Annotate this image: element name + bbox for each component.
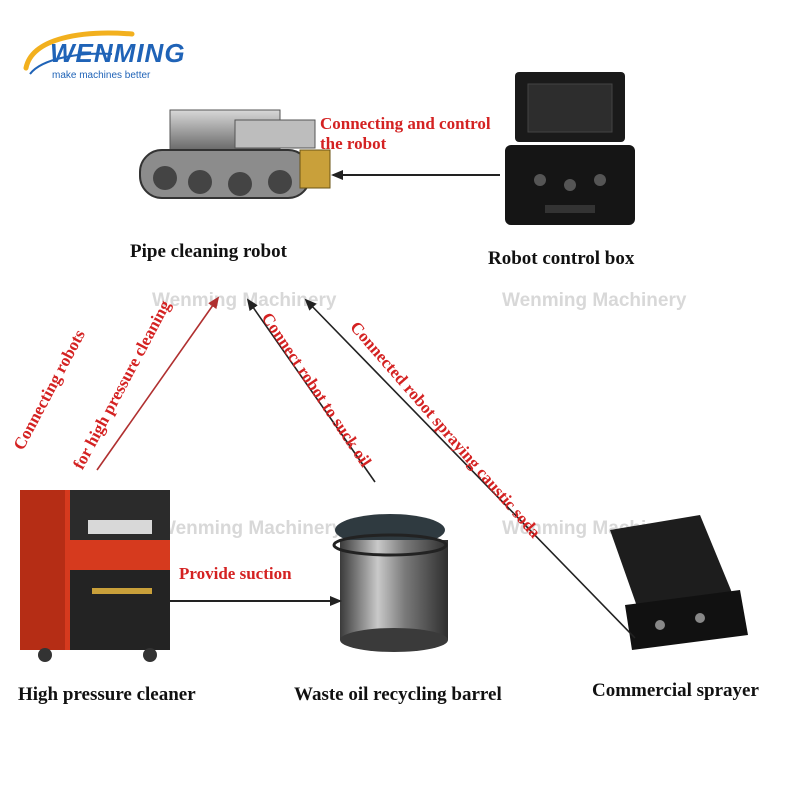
edge-label-control-line1: Connecting and control [320,114,491,133]
watermark: Wenming Machinery [152,290,337,311]
label-waste-oil-barrel: Waste oil recycling barrel [294,684,502,705]
commercial-sprayer-icon [610,515,748,650]
brand-name: WENMING [50,38,186,68]
robot-control-box-icon [505,72,635,225]
label-high-pressure-cleaner: High pressure cleaner [18,684,196,705]
watermark: Wenming Machinery [158,518,343,539]
label-robot-control-box: Robot control box [488,248,635,269]
arrow-suck [246,298,376,483]
label-pipe-cleaning-robot: Pipe cleaning robot [130,241,287,262]
high-pressure-cleaner-icon [20,490,170,662]
pipe-cleaning-robot-icon [139,109,331,199]
watermark: Wenming Machinery [502,290,687,311]
edge-label-suction: Provide suction [179,564,292,583]
waste-oil-barrel-icon [332,514,448,652]
arrow-pressure [96,296,220,471]
brand-tagline: make machines better [52,70,151,81]
edge-label-control-line2: the robot [320,134,387,153]
brand-logo: WENMING make machines better [22,28,192,84]
label-commercial-sprayer: Commercial sprayer [592,680,759,701]
logo-swoosh-icon [23,30,135,75]
arrow-spray [304,298,636,639]
